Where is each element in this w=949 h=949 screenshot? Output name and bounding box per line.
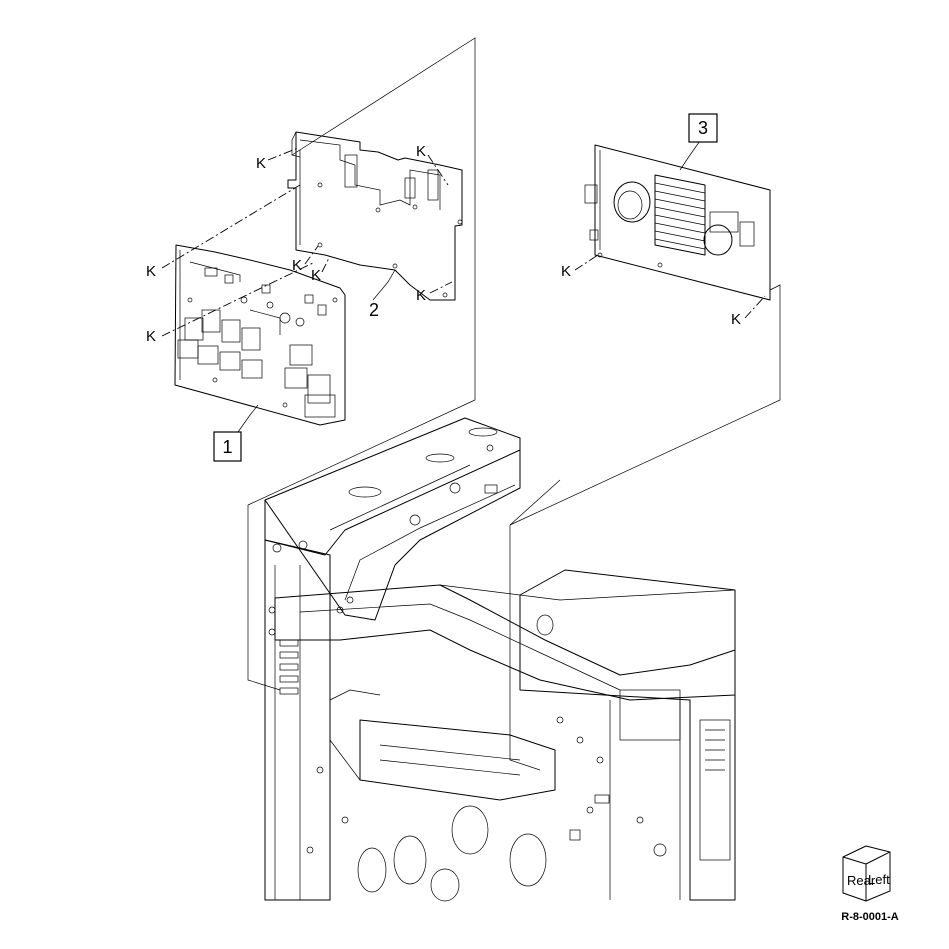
callout-1: 1 <box>213 431 242 462</box>
main-frame-assembly <box>264 417 736 902</box>
callout-3-label: 3 <box>698 118 708 138</box>
projection-lines <box>247 37 781 771</box>
fastener-labels: K K K K K K K K K <box>146 143 741 345</box>
rear-label: Rear <box>847 873 876 888</box>
fastener-guide-lines <box>161 147 766 337</box>
leader-3 <box>679 137 703 171</box>
leader-1 <box>237 404 259 433</box>
callout-2-label: 2 <box>369 300 379 320</box>
bracket-part-2 <box>287 131 463 301</box>
callout-1-label: 1 <box>222 437 232 457</box>
k-label: K <box>146 263 156 280</box>
callout-3: 3 <box>688 113 718 143</box>
left-label: Left <box>868 872 890 887</box>
orientation-cube-icon: Rear Left <box>842 845 891 902</box>
figure-code: R-8-0001-A <box>841 911 899 923</box>
k-label: K <box>731 311 741 328</box>
k-label: K <box>311 267 321 284</box>
k-label: K <box>416 287 426 304</box>
k-label: K <box>292 257 302 274</box>
psu-part-3 <box>584 144 771 301</box>
k-label: K <box>416 143 426 160</box>
k-label: K <box>146 328 156 345</box>
pwb-part-1 <box>174 244 346 426</box>
k-label: K <box>256 155 266 172</box>
leader-2 <box>372 269 396 301</box>
k-label: K <box>561 263 571 280</box>
